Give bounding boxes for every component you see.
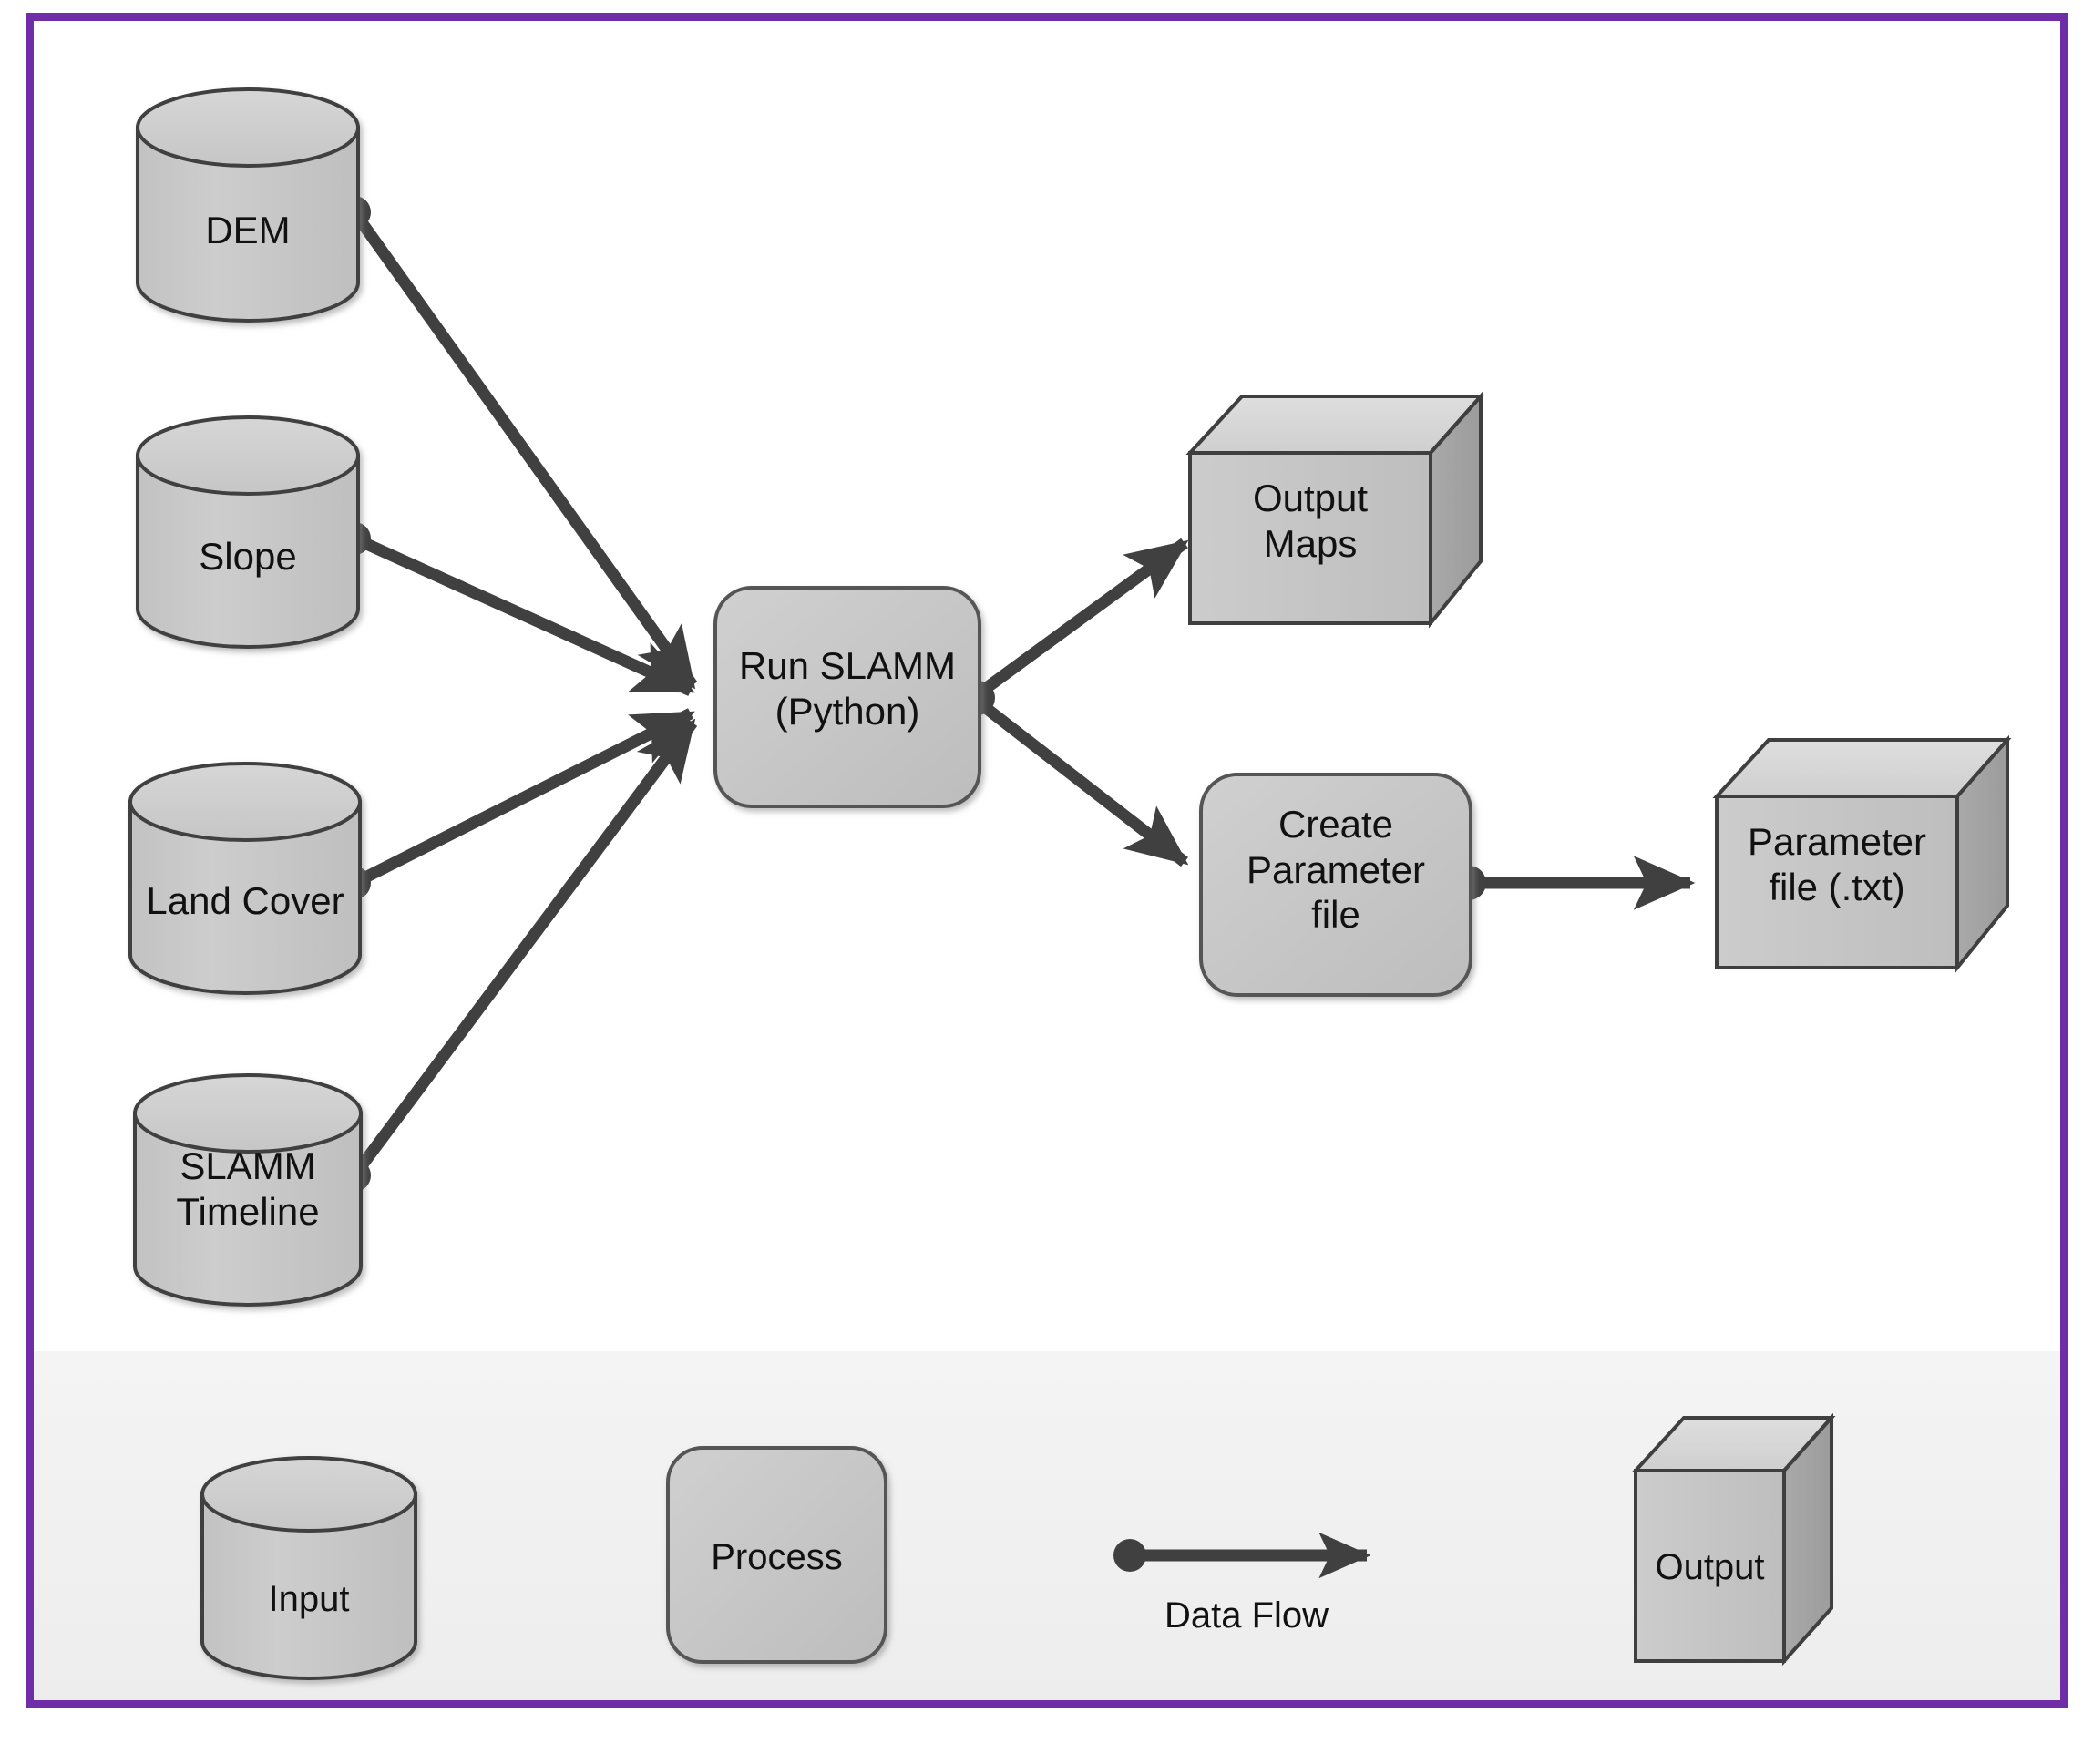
legend-shape-input [200,1456,417,1680]
flow-run-slamm-to-create-parameter-file [974,696,1189,867]
process-node-run-slamm[interactable] [713,586,981,808]
output-node-parameter-file-txt[interactable] [1712,734,2012,973]
flow-dem-to-run-slamm [349,209,698,690]
input-node-dem[interactable] [136,87,360,323]
cube-front-face [1715,795,1959,969]
input-node-slamm-timeline[interactable] [133,1073,363,1307]
input-node-slope[interactable] [136,415,360,649]
flow-connectors [349,209,1696,1179]
flow-run-slamm-to-output-maps [974,538,1189,700]
flow-land-cover-to-run-slamm [352,708,695,888]
output-node-output-maps[interactable] [1185,391,1485,629]
cube-front-face [1188,451,1432,625]
input-node-land-cover[interactable] [128,762,362,995]
legend-shape-data-flow [1113,1532,1371,1579]
flow-slope-to-run-slamm [352,533,695,696]
cube-front-face [1634,1469,1786,1663]
process-node-create-parameter-file[interactable] [1199,773,1472,997]
legend-shape-output [1631,1412,1836,1667]
flow-slamm-timeline-to-run-slamm [349,718,698,1179]
legend-shape-process [666,1446,887,1664]
